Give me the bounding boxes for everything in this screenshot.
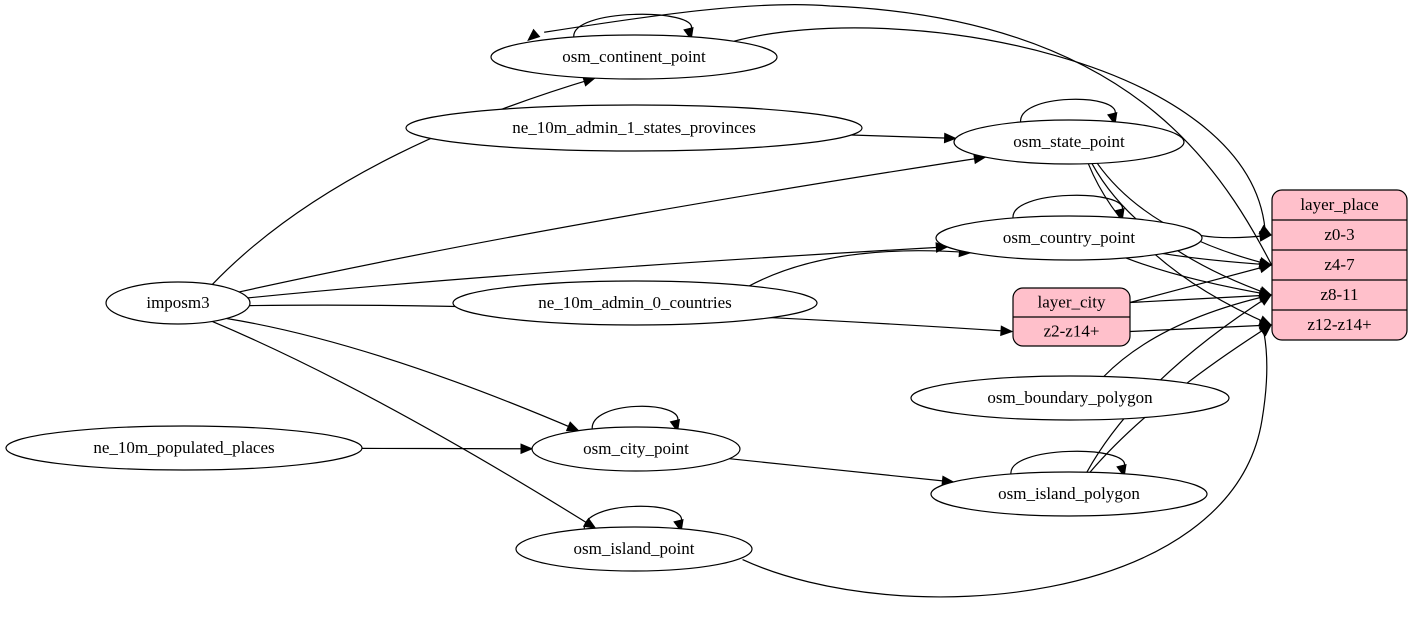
node-label-ne_10m_admin_0_countries: ne_10m_admin_0_countries [538,293,732,312]
node-shape-ne_10m_populated_places [5,425,363,471]
node-osm_state_point[interactable]: osm_state_point [953,119,1185,165]
record-row-label-layer_city-1: z2-z14+ [1044,321,1100,340]
node-shape-osm_country_point [935,215,1203,261]
node-label-osm_island_point: osm_island_point [574,539,695,558]
node-label-osm_state_point: osm_state_point [1013,132,1125,151]
node-shape-imposm3 [105,281,251,325]
node-osm_island_polygon[interactable]: osm_island_polygon [930,471,1208,517]
node-ne_10m_populated_places[interactable]: ne_10m_populated_places [5,425,363,471]
node-label-imposm3: imposm3 [146,293,209,312]
node-shape-ne_10m_admin_0_countries [452,280,818,326]
record-row-label-layer_place-2: z4-7 [1324,255,1355,274]
node-label-osm_country_point: osm_country_point [1003,228,1135,247]
record-node-layer_city[interactable]: layer_city z2-z14+ [1012,287,1131,347]
node-shape-osm_continent_point [490,34,778,80]
edge-layer [211,4,1313,598]
node-imposm3[interactable]: imposm3 [105,281,251,325]
node-label-osm_boundary_polygon: osm_boundary_polygon [987,388,1153,407]
node-osm_city_point[interactable]: osm_city_point [531,426,741,472]
node-osm_continent_point[interactable]: osm_continent_point [490,34,778,80]
node-label-ne_10m_populated_places: ne_10m_populated_places [93,438,274,457]
record-row-label-layer_place-3: z8-11 [1320,285,1358,304]
node-shape-osm_island_point [515,526,753,572]
node-osm_boundary_polygon[interactable]: osm_boundary_polygon [910,375,1230,421]
node-label-osm_city_point: osm_city_point [583,439,689,458]
record-row-label-layer_place-4: z12-z14+ [1307,315,1371,334]
node-shape-osm_island_polygon [930,471,1208,517]
record-row-label-layer_place-0: layer_place [1300,195,1378,214]
node-shape-osm_boundary_polygon [910,375,1230,421]
node-osm_island_point[interactable]: osm_island_point [515,526,753,572]
node-shape-ne_10m_admin_1_states_provinces [405,104,863,152]
node-shape-osm_state_point [953,119,1185,165]
record-row-label-layer_place-1: z0-3 [1324,225,1354,244]
node-ne_10m_admin_0_countries[interactable]: ne_10m_admin_0_countries [452,280,818,326]
node-label-osm_continent_point: osm_continent_point [562,47,706,66]
record-node-layer_place[interactable]: layer_place z0-3 z4-7 z8-11 z12-z14+ [1271,189,1408,341]
record-row-label-layer_city-0: layer_city [1038,292,1106,311]
node-layer: imposm3 ne_10m_admin_1_states_provincesne… [5,34,1408,572]
node-label-osm_island_polygon: osm_island_polygon [998,484,1140,503]
node-osm_country_point[interactable]: osm_country_point [935,215,1203,261]
node-ne_10m_admin_1_states_provinces[interactable]: ne_10m_admin_1_states_provinces [405,104,863,152]
node-shape-osm_city_point [531,426,741,472]
node-label-ne_10m_admin_1_states_provinces: ne_10m_admin_1_states_provinces [512,118,756,137]
record-frame-layer_place [1271,189,1408,341]
